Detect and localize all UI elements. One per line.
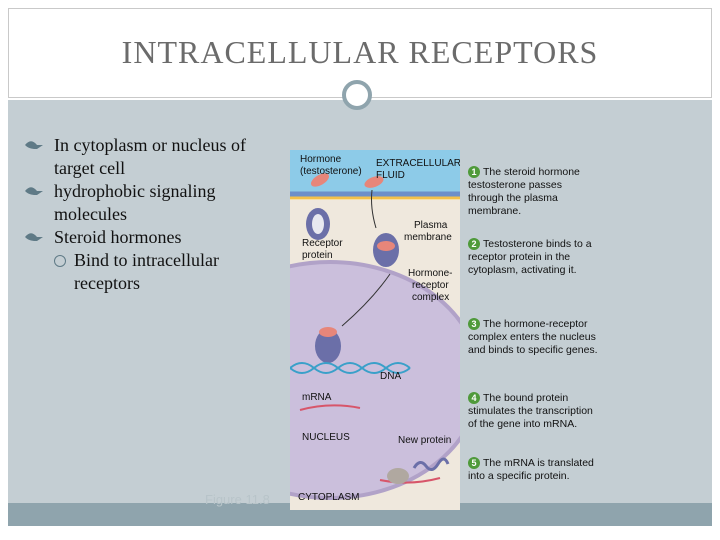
label-hormone-receptor-2: receptor [412,280,449,291]
cell-diagram: Hormone (testosterone) EXTRACELLULAR FLU… [290,150,460,510]
label-fluid: FLUID [376,170,405,181]
step-number-badge: 4 [468,392,480,404]
label-cytoplasm: CYTOPLASM [298,492,360,503]
label-dna: DNA [380,371,402,382]
bullet-marker-icon [25,233,43,241]
bullet-item: Steroid hormones [24,226,286,249]
step-number-badge: 2 [468,238,480,250]
label-new-protein: New protein [398,435,452,446]
cell-diagram-graphic [290,150,460,510]
hormone-icon [364,176,384,188]
label-nucleus: NUCLEUS [302,432,350,443]
nucleus [290,262,460,498]
sub-bullet-item: Bind to intracellular receptors [24,249,286,295]
ribosome-icon [387,468,409,484]
step-number-badge: 3 [468,318,480,330]
footer-band [8,503,712,526]
new-protein-icon [412,457,450,471]
nuclear-complex-icon [315,329,341,363]
label-membrane: membrane [404,232,452,243]
bullet-marker-icon [25,187,43,195]
ring-ornament-icon [342,80,372,110]
step-number-badge: 1 [468,166,480,178]
label-extracellular: EXTRACELLULAR [376,158,460,169]
bullet-list: In cytoplasm or nucleus of target cell h… [24,134,286,295]
sub-bullet-marker-icon [54,255,66,267]
dna-icon [290,362,411,374]
slide-title: INTRACELLULAR RECEPTORS [121,34,599,70]
bullet-marker-icon [25,141,43,149]
hormone-icon [310,173,330,187]
label-protein: protein [302,250,333,261]
label-receptor: Receptor [302,238,343,249]
label-mrna: mRNA [302,392,332,403]
label-testosterone: (testosterone) [300,166,362,177]
label-plasma: Plasma [414,220,448,231]
label-hormone-receptor-3: complex [412,292,450,303]
label-hormone: Hormone [300,154,342,165]
bullet-item: In cytoplasm or nucleus of target cell [24,134,286,180]
figure-label: Figure 11.8 [205,492,270,507]
step-number-badge: 5 [468,457,480,469]
bullet-item: hydrophobic signaling molecules [24,180,286,226]
label-hormone-receptor-1: Hormone- [408,268,453,279]
mrna-icon [299,404,361,411]
